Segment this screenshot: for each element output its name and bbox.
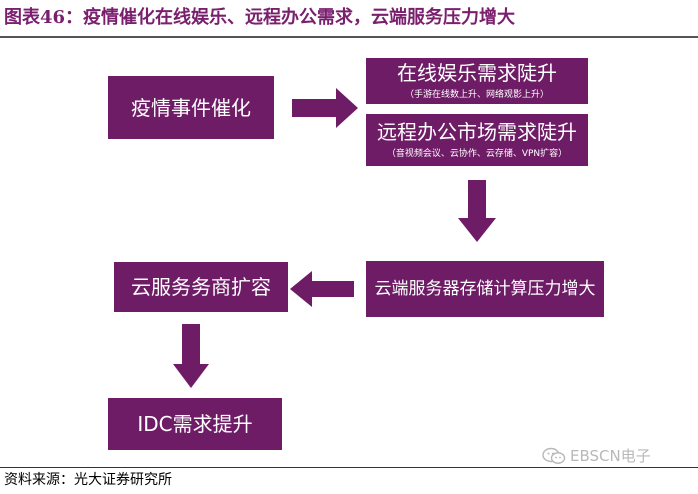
node-cloud-expansion: 云服务务商扩容	[114, 262, 288, 312]
source-note: 资料来源：光大证券研究所	[4, 472, 172, 488]
node-idc-demand-label: IDC需求提升	[137, 412, 253, 436]
node-server-pressure: 云端服务器存储计算压力增大	[366, 261, 604, 317]
arrow-trigger-to-demand	[292, 88, 358, 128]
node-cloud-expansion-label: 云服务务商扩容	[131, 275, 271, 299]
node-online-entertainment-label: 在线娱乐需求陡升	[397, 61, 557, 85]
footer-divider	[0, 467, 698, 468]
wechat-icon	[542, 447, 566, 464]
arrow-server-to-cloud	[290, 271, 354, 307]
node-epidemic-trigger: 疫情事件催化	[108, 76, 274, 139]
watermark-text: EBSCN电子	[570, 447, 651, 465]
node-idc-demand: IDC需求提升	[108, 398, 282, 450]
figure-title: 图表46：疫情催化在线娱乐、远程办公需求，云端服务压力增大	[4, 7, 516, 28]
node-remote-work: 远程办公市场需求陡升 （音视频会议、云协作、云存储、VPN扩容）	[366, 114, 588, 166]
node-remote-work-note: （音视频会议、云协作、云存储、VPN扩容）	[386, 149, 568, 159]
watermark: EBSCN电子	[542, 446, 651, 466]
title-divider	[0, 36, 698, 38]
node-remote-work-label: 远程办公市场需求陡升	[377, 120, 577, 144]
arrow-cloud-to-idc	[173, 324, 209, 388]
node-online-entertainment: 在线娱乐需求陡升 （手游在线数上升、网络观影上升）	[366, 58, 588, 104]
node-online-entertainment-note: （手游在线数上升、网络观影上升）	[404, 90, 549, 100]
node-epidemic-trigger-label: 疫情事件催化	[131, 95, 251, 120]
node-server-pressure-label: 云端服务器存储计算压力增大	[374, 279, 596, 299]
arrow-demand-to-server	[458, 180, 496, 242]
